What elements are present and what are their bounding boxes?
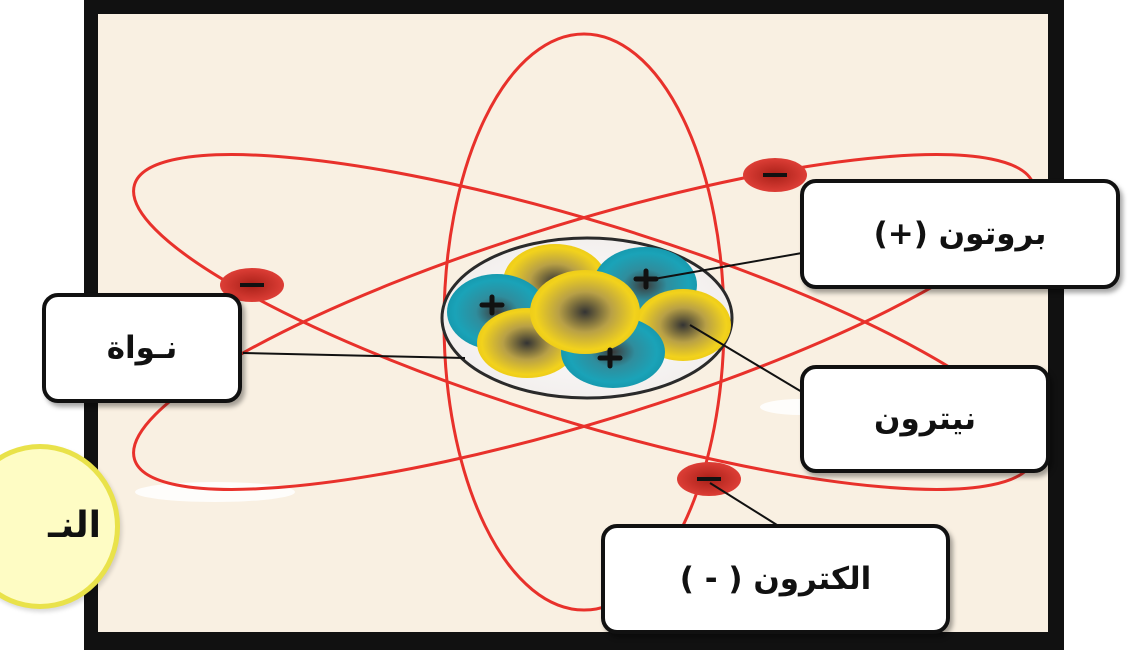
nucleus-label: نـواة [42, 293, 242, 403]
electrons [220, 158, 807, 496]
neutron [530, 270, 640, 354]
proton-label-text: بروتون (+) [873, 216, 1047, 252]
electron-label: الكترون ( - ) [601, 524, 950, 634]
neutron-label: نيترون [800, 365, 1050, 473]
electron [677, 462, 741, 496]
neutron-label-text: نيترون [874, 401, 976, 437]
glare [135, 482, 295, 502]
nucleus [440, 236, 734, 400]
leader-lines [242, 252, 803, 526]
electron-label-text: الكترون ( - ) [679, 561, 872, 597]
side-callout-text: النـ [48, 505, 101, 546]
electron [220, 268, 284, 302]
electron-leader [709, 482, 778, 526]
proton-leader [647, 252, 803, 281]
nucleus-label-text: نـواة [106, 330, 178, 366]
side-callout-bubble: النـ [0, 444, 120, 609]
proton-label: بروتون (+) [800, 179, 1120, 289]
neutron-leader [689, 324, 803, 393]
nucleus-leader [242, 352, 466, 359]
electron [743, 158, 807, 192]
